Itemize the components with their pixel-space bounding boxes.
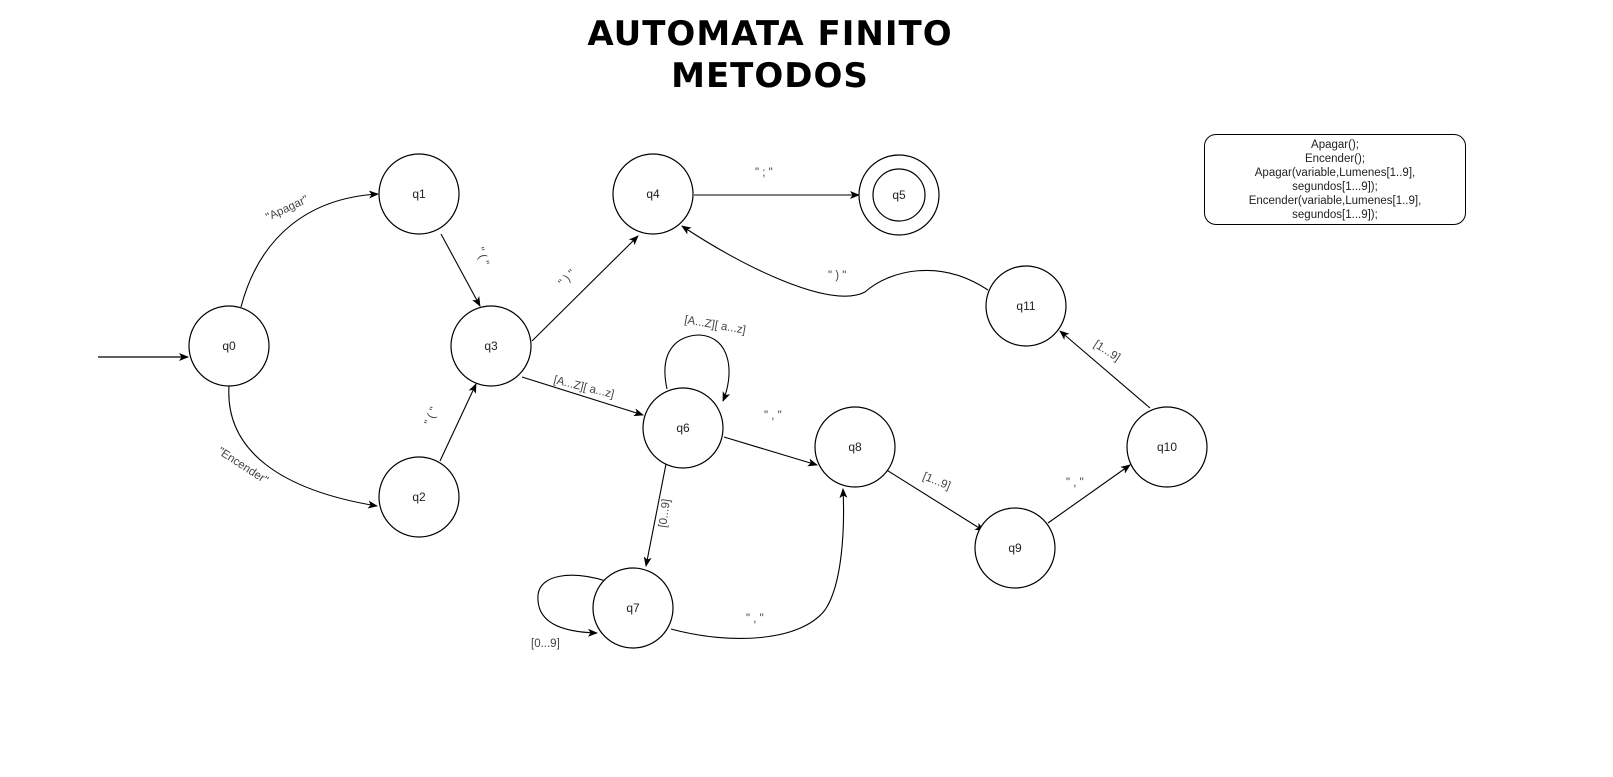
edge-q10-q11 xyxy=(1059,330,1151,409)
edge-q2-q3 xyxy=(439,383,477,462)
legend-line: Encender(); xyxy=(1304,152,1366,165)
edge-label-q8-q9: [1...9] xyxy=(921,471,952,493)
state-q3: q3 xyxy=(450,305,532,387)
state-q5: q5 xyxy=(858,154,940,236)
state-q0: q0 xyxy=(188,305,270,387)
edge-label-q6-q8: " , " xyxy=(764,410,782,422)
state-label-q2: q2 xyxy=(412,490,426,504)
edge-label-q4-q5: " ; " xyxy=(755,167,773,179)
edge-q1-q3 xyxy=(440,233,481,307)
edge-label-q7-q8: " , " xyxy=(746,613,764,625)
legend-line: Apagar(); xyxy=(1311,138,1359,151)
state-label-q10: q10 xyxy=(1157,440,1177,454)
methods-legend: Apagar(); Encender(); Apagar(variable,Lu… xyxy=(1204,134,1466,225)
edge-q11-q4 xyxy=(681,225,989,297)
legend-line: segundos[1...9]); xyxy=(1292,180,1378,193)
edge-label-q7-q7: [0...9] xyxy=(531,638,560,650)
diagram-subtitle: METODOS xyxy=(671,56,869,96)
state-q2: q2 xyxy=(378,456,460,538)
state-q11: q11 xyxy=(985,265,1067,347)
edge-label-q6-q7: [0...9] xyxy=(657,498,673,528)
state-q6: q6 xyxy=(642,387,724,469)
edge-q3-q4 xyxy=(531,235,639,342)
state-label-q3: q3 xyxy=(484,339,498,353)
state-q10: q10 xyxy=(1126,406,1208,488)
edge-q7-q8 xyxy=(670,488,848,639)
state-q7: q7 xyxy=(592,567,674,649)
edge-label-q0-q2: "Encender" xyxy=(215,445,270,486)
legend-line: Encender(variable,Lumenes[1..9], xyxy=(1248,194,1422,207)
edge-label-q10-q11: [1...9] xyxy=(1091,338,1122,364)
edge-q6-q7 xyxy=(643,463,667,567)
state-label-q11: q11 xyxy=(1016,299,1035,313)
edge-q0-q2 xyxy=(228,385,378,509)
state-q4: q4 xyxy=(612,153,694,235)
state-label-q8: q8 xyxy=(848,440,862,454)
edge-q3-q6 xyxy=(521,376,644,417)
edge-label-q11-q4: " ) " xyxy=(828,270,846,282)
edge-label-q0-q1: "Apagar" xyxy=(264,194,310,224)
state-label-q4: q4 xyxy=(646,187,660,201)
legend-line: Apagar(variable,Lumenes[1..9], xyxy=(1254,166,1416,179)
edge-q0-q1 xyxy=(240,190,379,308)
state-label-q9: q9 xyxy=(1008,541,1022,555)
state-label-q0: q0 xyxy=(222,339,236,353)
diagram-title: AUTOMATA FINITO xyxy=(587,14,953,54)
state-label-q7: q7 xyxy=(626,601,640,615)
state-label-q5: q5 xyxy=(892,188,906,202)
state-q9: q9 xyxy=(974,507,1056,589)
state-q1: q1 xyxy=(378,153,460,235)
state-q8: q8 xyxy=(814,406,896,488)
state-label-q6: q6 xyxy=(676,421,690,435)
edge-label-q2-q3: " ( " xyxy=(423,406,441,428)
edge-label-q1-q3: " ( " xyxy=(473,246,491,267)
state-label-q1: q1 xyxy=(412,187,426,201)
edge-label-q9-q10: " , " xyxy=(1066,477,1084,489)
edge-q8-q9 xyxy=(884,468,985,532)
edge-label-q3-q4: " ) " xyxy=(557,268,578,289)
edge-q9-q10 xyxy=(1047,464,1131,524)
edge-q6-q8 xyxy=(723,436,818,467)
edge-q7-q7 xyxy=(537,574,607,637)
edge-label-q6-q6: [A...Z][ a...z] xyxy=(683,314,746,337)
legend-line: segundos[1...9]); xyxy=(1292,208,1378,221)
edge-q6-q6 xyxy=(664,334,731,402)
